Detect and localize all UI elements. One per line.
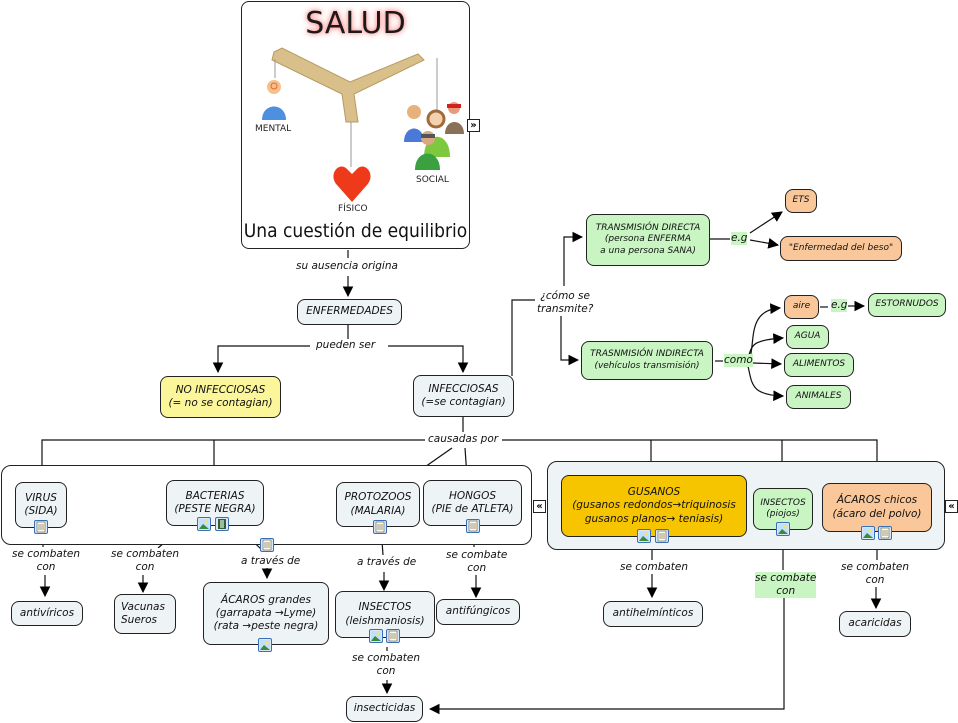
node-estornudos[interactable]: ESTORNUDOS	[868, 293, 946, 317]
link-label-pueden-ser: pueden ser	[316, 339, 376, 353]
link-label-protozoos-traves: a través de	[357, 556, 417, 570]
salud-title: SALUD	[305, 6, 406, 41]
node-acaros-chicos[interactable]: ÁCAROS chicos (ácaro del polvo)	[822, 483, 932, 532]
image-icon[interactable]	[258, 638, 272, 652]
node-enfermedades[interactable]: ENFERMEDADES	[297, 299, 402, 325]
caption-mental: MENTAL	[255, 124, 292, 134]
link-label-bacterias-combaten: se combaten con	[111, 548, 180, 575]
node-insecticidas[interactable]: insecticidas	[346, 696, 423, 722]
link-label-virus-combaten: se combaten con	[12, 548, 81, 575]
document-icon[interactable]	[466, 519, 480, 533]
node-infecciosas[interactable]: INFECCIOSAS (=se contagian)	[413, 375, 514, 417]
document-icon[interactable]	[373, 520, 387, 534]
node-vacunas-sueros[interactable]: Vacunas Sueros	[114, 594, 176, 634]
node-virus[interactable]: VIRUS (SIDA)	[15, 482, 67, 528]
document-icon[interactable]	[655, 529, 669, 543]
node-alimentos[interactable]: ALIMENTOS	[784, 353, 854, 377]
image-icon[interactable]	[369, 629, 383, 643]
document-icon[interactable]	[260, 538, 274, 552]
caption-social: SOCIAL	[416, 175, 449, 185]
node-aire[interactable]: aire	[784, 295, 819, 319]
salud-subtitle: Una cuestión de equilibrio	[243, 220, 468, 242]
document-icon[interactable]	[878, 526, 892, 540]
node-protozoos[interactable]: PROTOZOOS (MALARIA)	[336, 482, 420, 527]
image-icon[interactable]	[197, 517, 211, 531]
node-acaros-grandes[interactable]: ÁCAROS grandes (garrapata →Lyme) (rata →…	[203, 582, 329, 645]
image-icon[interactable]	[861, 526, 875, 540]
caption-fisico: FÍSICO	[338, 204, 368, 214]
node-transmision-directa[interactable]: TRANSMISIÓN DIRECTA (persona ENFERMA a u…	[586, 214, 710, 266]
node-insectos-leishmaniosis[interactable]: INSECTOS (leishmaniosis)	[335, 591, 435, 638]
link-label-piojos-combate: se combate con	[755, 572, 817, 599]
node-antiviricos[interactable]: antivíricos	[11, 601, 83, 626]
node-antifungicos[interactable]: antifúngicos	[436, 599, 520, 625]
document-icon[interactable]	[34, 520, 48, 534]
link-label-insectos-combaten: se combaten con	[352, 652, 421, 679]
link-label-causadas-por: causadas por	[428, 433, 499, 447]
link-label-como-se-transmite: ¿cómo se transmite?	[537, 290, 594, 317]
node-bacterias[interactable]: BACTERIAS (PESTE NEGRA)	[166, 480, 264, 526]
node-antihelminticos[interactable]: antihelmínticos	[603, 601, 703, 627]
node-no-infecciosas[interactable]: NO INFECCIOSAS (= no se contagian)	[160, 376, 281, 418]
video-icon[interactable]	[215, 517, 229, 531]
link-label-bacterias-traves: a través de	[241, 555, 301, 569]
node-agua[interactable]: AGUA	[786, 325, 829, 349]
link-label-eg-aire: e.g	[831, 299, 848, 313]
link-label-hongos-combate: se combate con	[446, 549, 508, 576]
image-icon[interactable]	[776, 522, 790, 536]
link-label-ausencia: su ausencia origina	[296, 260, 398, 274]
node-animales[interactable]: ANIMALES	[786, 385, 851, 409]
node-gusanos[interactable]: GUSANOS (gusanos redondos→triquinosis gu…	[561, 475, 747, 537]
image-icon[interactable]	[637, 529, 651, 543]
link-label-gusanos-combaten: se combaten	[620, 561, 689, 575]
expand-icon[interactable]: »	[467, 119, 480, 132]
collapse-icon-left-group[interactable]: «	[533, 500, 546, 513]
link-label-como: como	[724, 354, 753, 368]
node-enfermedad-beso[interactable]: "Enfermedad del beso"	[780, 236, 902, 261]
document-icon[interactable]	[386, 629, 400, 643]
collapse-icon-right-group[interactable]: «	[945, 500, 958, 513]
link-label-acaros-combaten: se combaten con	[841, 561, 910, 588]
node-ets[interactable]: ETS	[785, 189, 817, 213]
balance-mobile-icon	[262, 47, 464, 202]
salud-node[interactable]: SALUD MENTAL FÍSICO SOCIAL Una cuestión …	[241, 1, 470, 249]
link-label-eg-directa: e.g	[731, 232, 748, 246]
node-acaricidas[interactable]: acaricidas	[839, 611, 911, 637]
node-transmision-indirecta[interactable]: TRASNMISIÓN INDIRECTA (vehículos transmi…	[581, 341, 713, 380]
node-hongos[interactable]: HONGOS (PIE de ATLETA)	[423, 480, 522, 526]
